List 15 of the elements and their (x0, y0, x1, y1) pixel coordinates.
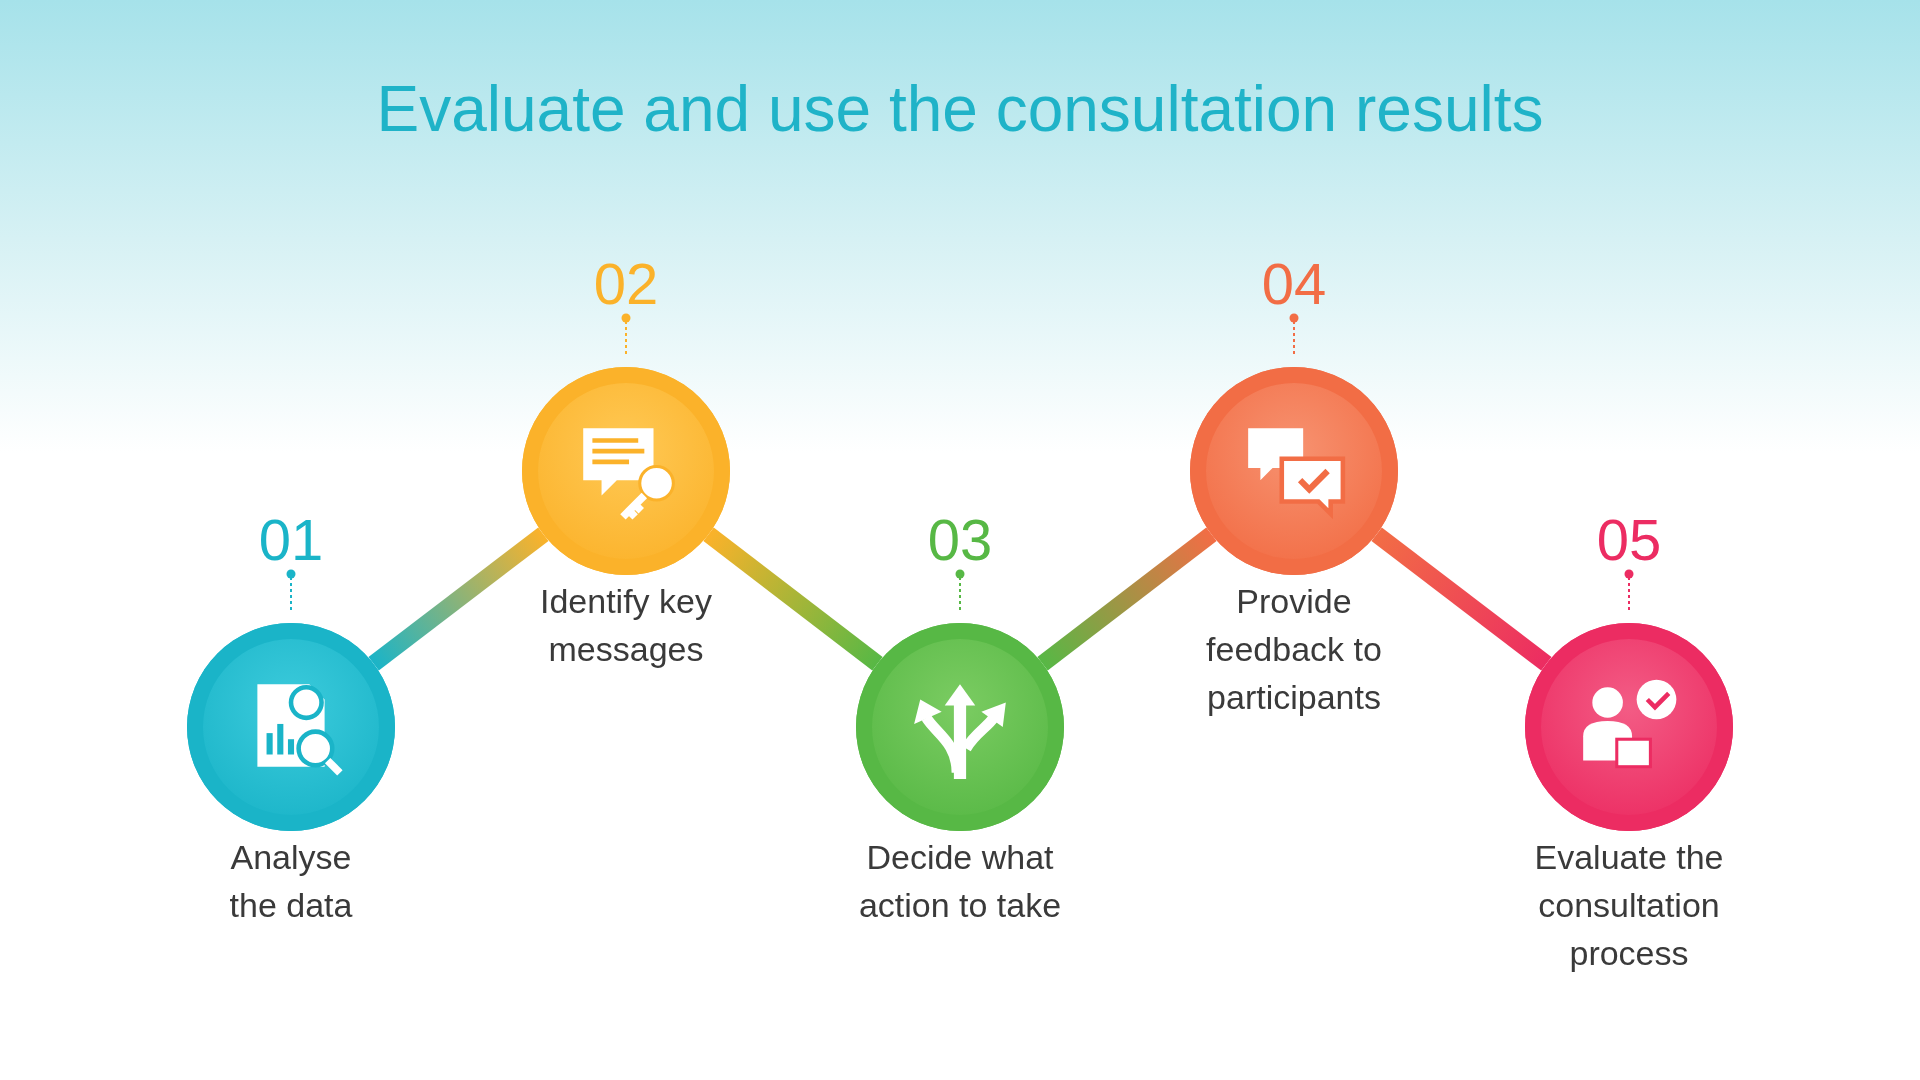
step-label: Decide what action to take (857, 837, 1063, 926)
step-label: Identify key messages (539, 581, 713, 670)
step-label: Provide feedback to participants (1205, 581, 1383, 718)
step-number: 04 (1261, 255, 1327, 313)
step-number: 02 (593, 255, 659, 313)
step-label: Analyse the data (228, 837, 354, 926)
connector-line (703, 527, 883, 671)
step-label: Evaluate the consultation process (1533, 837, 1725, 974)
step-number: 03 (927, 511, 993, 569)
connector-line (368, 527, 549, 671)
step-number: 05 (1596, 511, 1662, 569)
connector-line (1037, 527, 1217, 671)
step-number: 01 (258, 511, 324, 569)
title: Evaluate and use the consultation results (376, 73, 1544, 145)
connector-line (1371, 527, 1552, 671)
